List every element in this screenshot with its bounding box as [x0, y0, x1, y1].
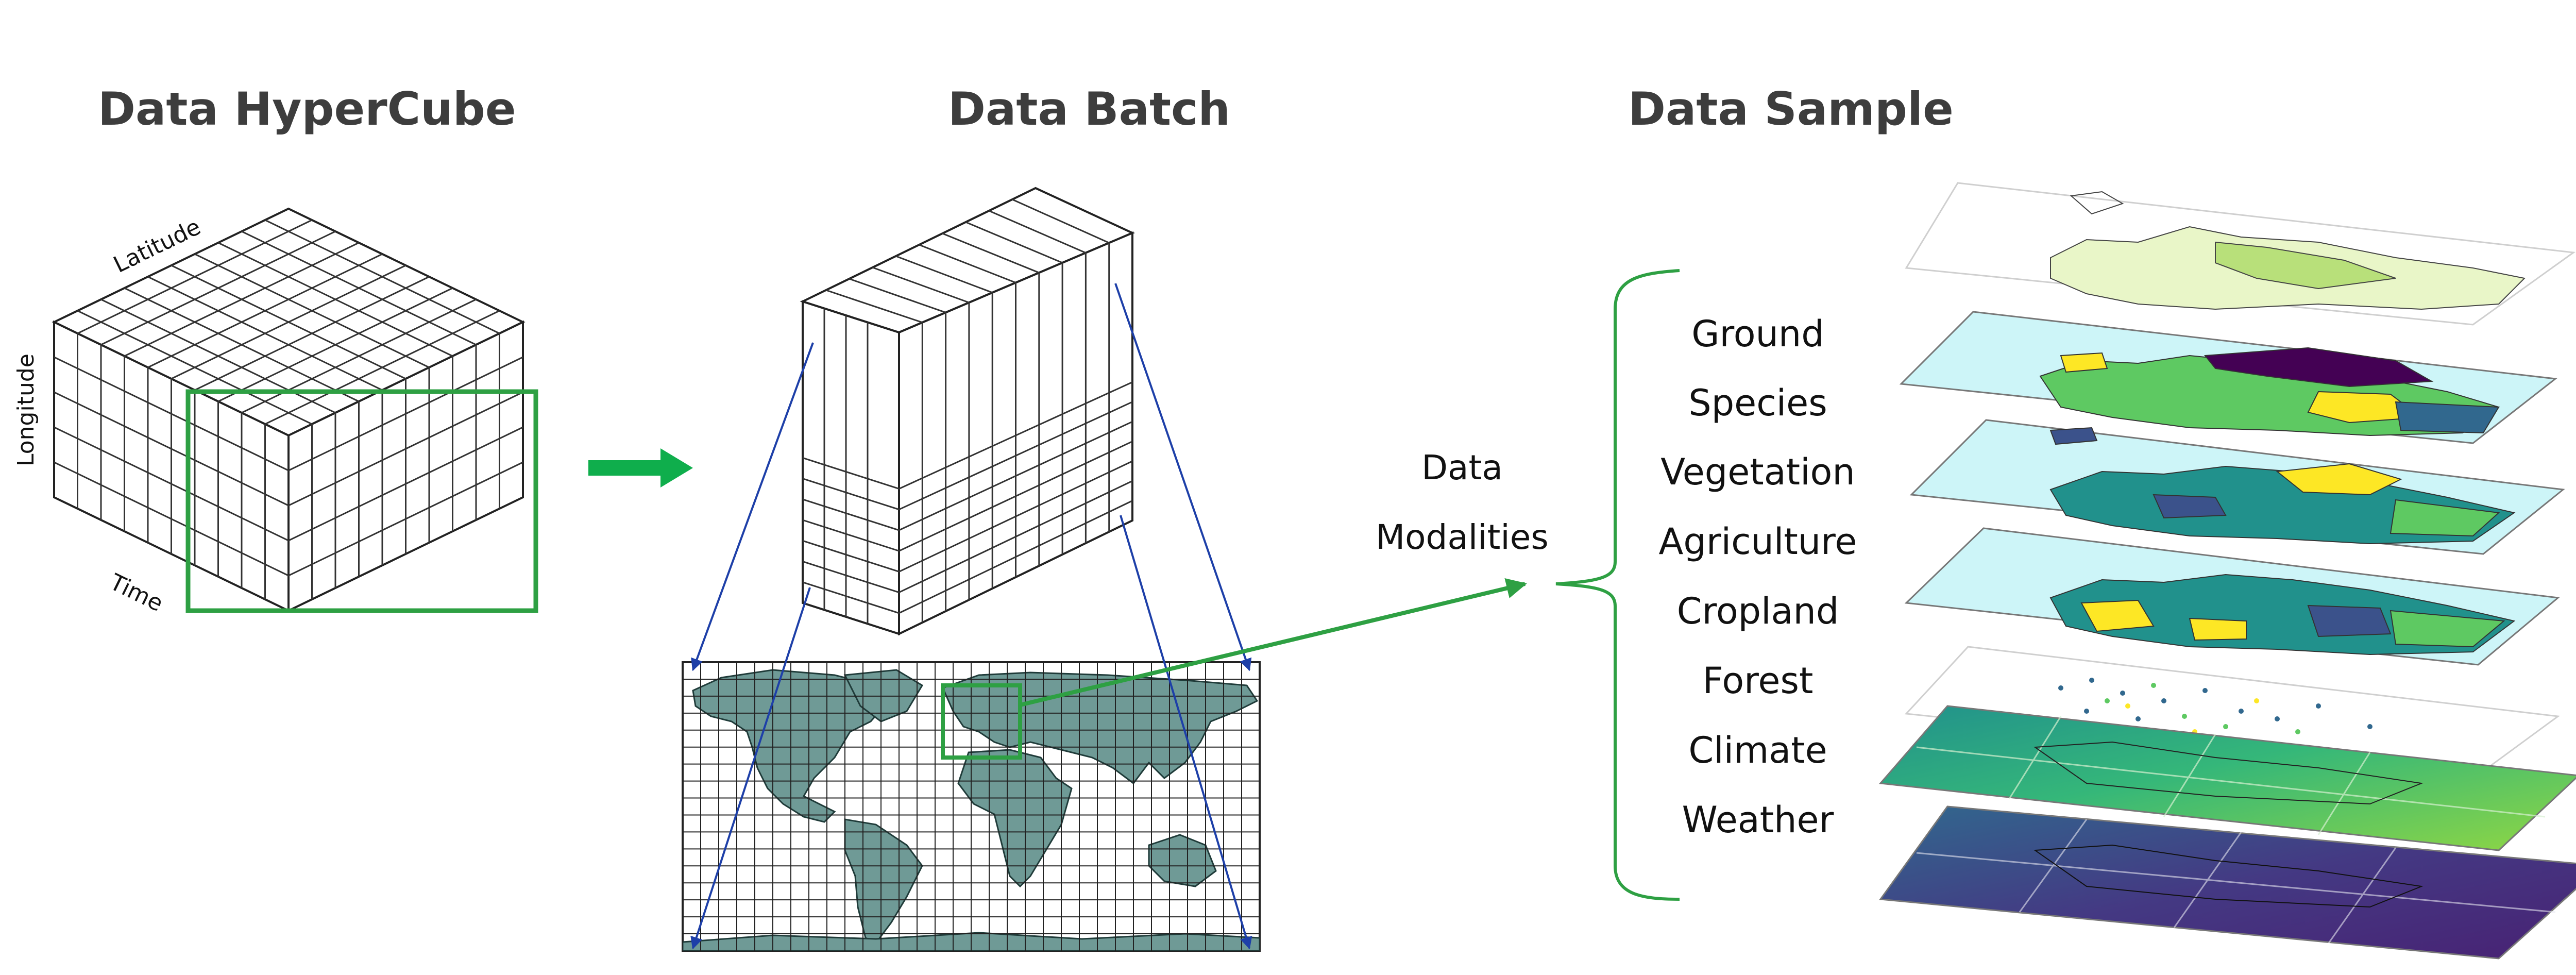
hypercube-selection-box	[185, 389, 538, 613]
modality-forest: Forest	[1703, 660, 1814, 702]
title-data-batch: Data Batch	[948, 82, 1230, 136]
projection-line	[690, 587, 811, 950]
grid-line	[802, 561, 900, 593]
grid-line	[802, 519, 900, 552]
grid-line	[241, 230, 477, 346]
modality-vegetation: Vegetation	[1660, 451, 1855, 493]
layer-species	[1899, 311, 2557, 444]
grid-line	[899, 460, 1133, 573]
grid-line	[899, 500, 1133, 614]
layer-ground	[1905, 182, 2576, 326]
title-data-hypercube: Data HyperCube	[98, 82, 516, 136]
modalities-brace	[1555, 269, 1680, 901]
grid-line	[895, 255, 993, 294]
modality-list: Ground Species Vegetation Agriculture Cr…	[1659, 313, 1857, 841]
modality-species: Species	[1688, 382, 1827, 424]
modalities-heading: Data Modalities	[1376, 448, 1549, 557]
grid-line	[802, 540, 900, 573]
grid-line	[288, 356, 523, 472]
layer-vegetation	[1909, 419, 2565, 555]
layer-climate	[1878, 705, 2576, 851]
grid-line	[54, 426, 289, 542]
projection-lines	[690, 283, 1252, 950]
grid-line	[194, 276, 430, 391]
grid-line	[849, 278, 946, 313]
grid-line	[54, 461, 289, 577]
layer-agriculture	[1904, 527, 2560, 666]
grid-line	[899, 441, 1133, 552]
grid-line	[217, 287, 453, 402]
grid-line	[899, 421, 1133, 531]
flow-arrow-hypercube-to-batch	[588, 448, 693, 488]
grid-line	[802, 457, 900, 490]
data-sample-layers	[1878, 182, 2576, 960]
grid-line	[872, 266, 970, 304]
grid-line	[1012, 198, 1110, 244]
modality-ground: Ground	[1691, 313, 1824, 355]
grid-line	[989, 210, 1086, 254]
grid-line	[899, 401, 1133, 511]
hypercube: Latitude Longitude Time	[13, 207, 538, 617]
grid-line	[217, 242, 453, 357]
grid-line	[54, 391, 289, 507]
flow-arrow-europe-to-sample	[1020, 578, 1527, 707]
data-batch-block	[800, 187, 1135, 636]
grid-line	[288, 426, 523, 542]
modality-cropland: Cropland	[1677, 590, 1839, 632]
layer-weather	[1879, 805, 2576, 960]
grid-line	[802, 478, 900, 511]
grid-line	[825, 289, 923, 324]
grid-line	[965, 221, 1063, 264]
grid-line	[288, 391, 523, 507]
world-map	[682, 661, 1261, 952]
projection-line	[1114, 283, 1252, 671]
modalities-label-line-2: Modalities	[1376, 517, 1549, 557]
axis-label-longitude: Longitude	[13, 354, 39, 466]
grid-line	[264, 219, 500, 334]
grid-line	[54, 356, 289, 472]
grid-line	[919, 244, 1016, 283]
world-map-selection-europe	[941, 683, 1022, 760]
hypercube-grid	[54, 219, 523, 599]
continent-south-america	[844, 818, 923, 944]
grid-line	[802, 581, 900, 614]
batch-front-face	[802, 300, 900, 635]
grid-line	[288, 461, 523, 577]
modalities-label-line-1: Data	[1421, 448, 1503, 488]
axis-label-time: Time	[105, 569, 167, 617]
grid-line	[194, 253, 430, 368]
modality-weather: Weather	[1682, 799, 1834, 841]
modality-climate: Climate	[1688, 729, 1827, 771]
batch-grid	[802, 198, 1133, 624]
grid-line	[802, 498, 900, 531]
projection-line	[1120, 515, 1252, 950]
world-map-grid	[683, 662, 1260, 951]
layer-forest	[1904, 646, 2560, 774]
modality-agriculture: Agriculture	[1659, 520, 1857, 563]
grid-line	[899, 480, 1133, 593]
title-data-sample: Data Sample	[1628, 82, 1954, 136]
grid-line	[942, 232, 1040, 274]
grid-line	[899, 381, 1133, 490]
grid-line	[171, 264, 406, 380]
grid-line	[264, 310, 500, 425]
projection-line	[691, 342, 814, 671]
